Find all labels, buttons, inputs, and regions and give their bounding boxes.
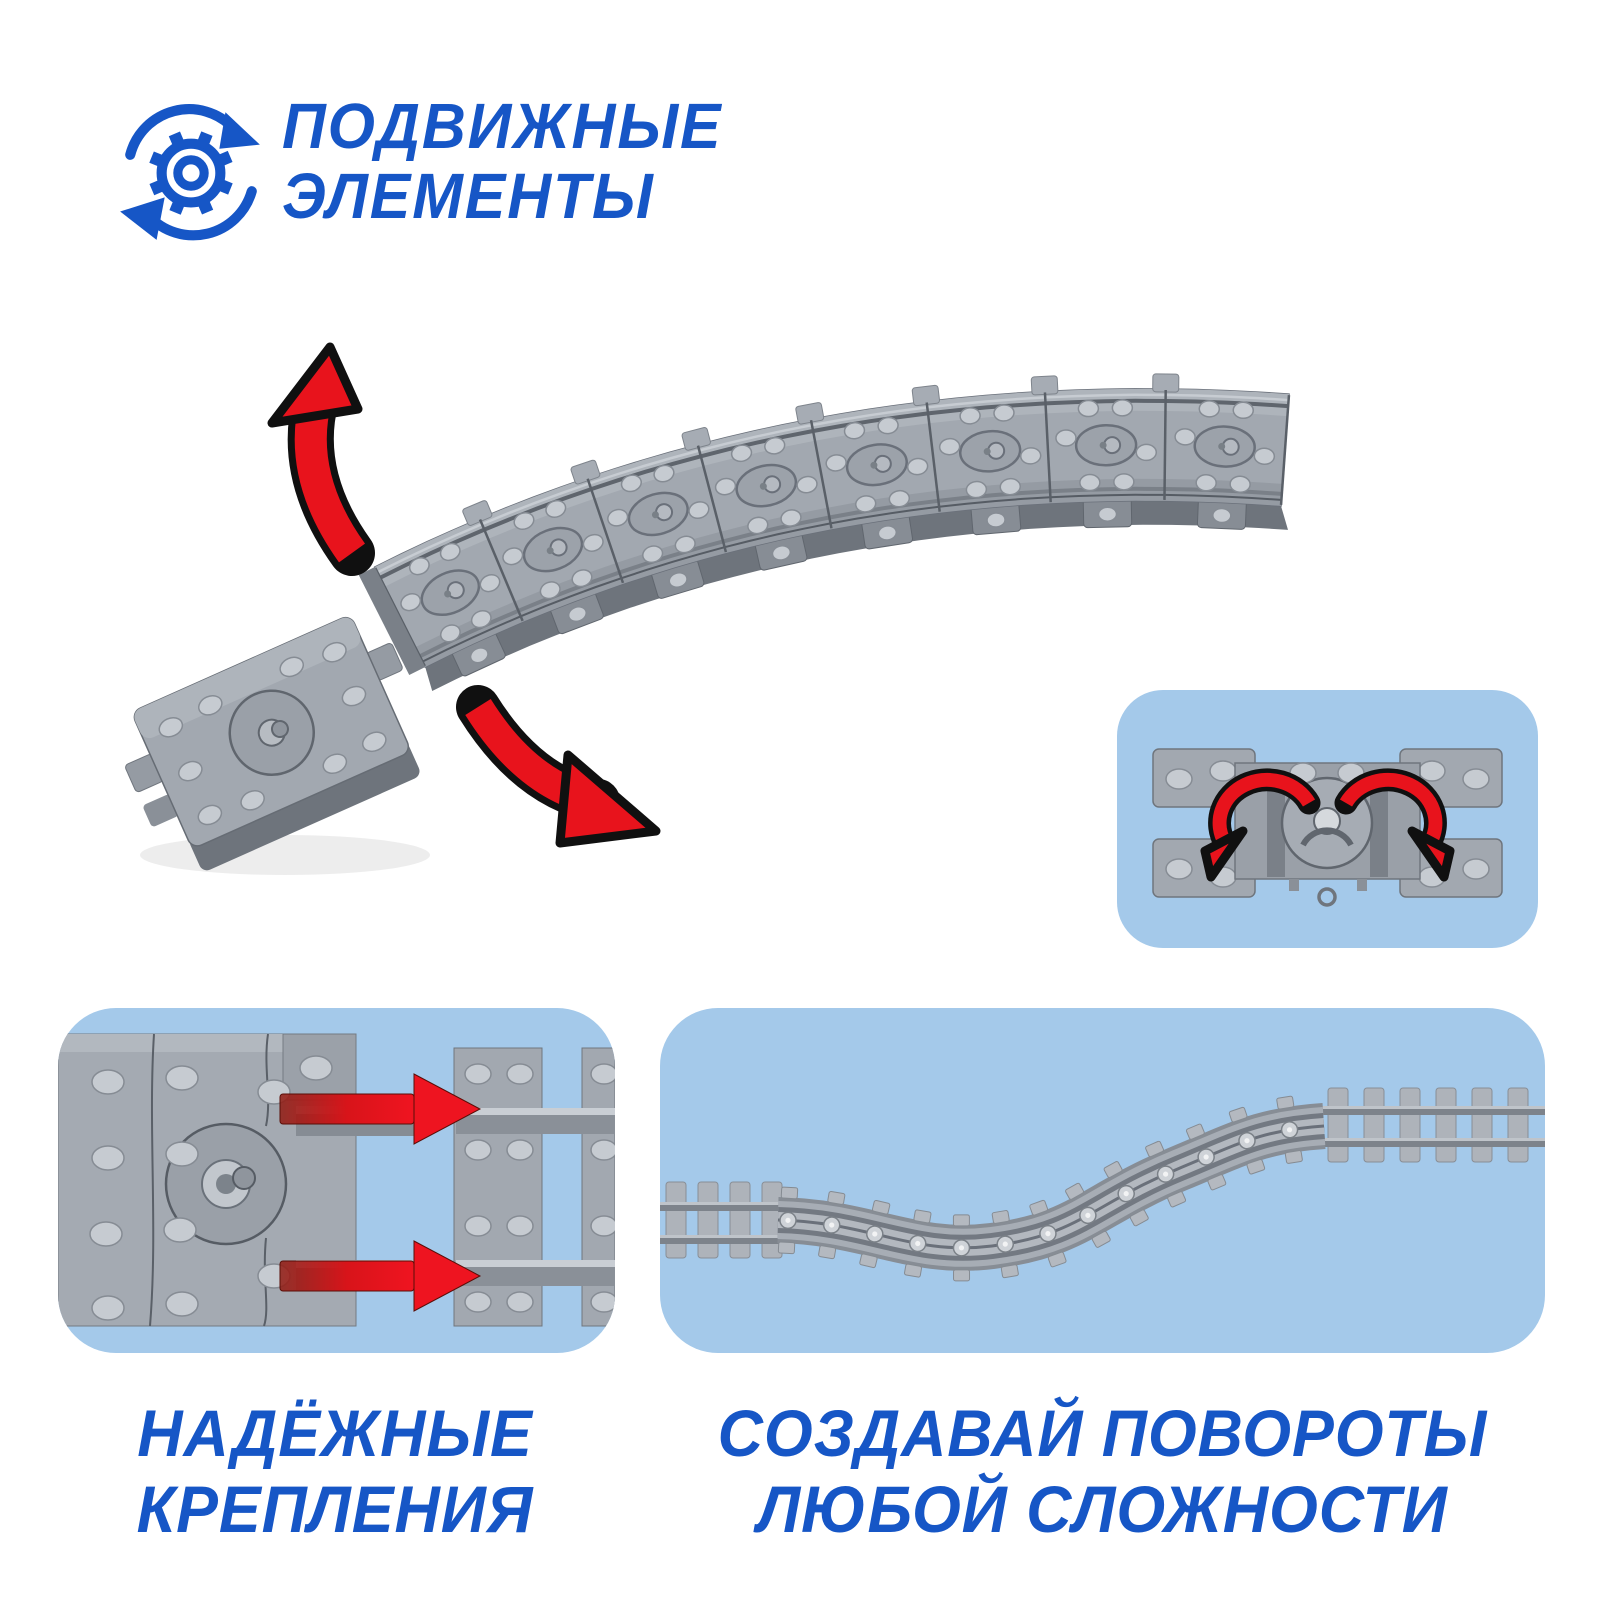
caption-create-turns: СОЗДАВАЙ ПОВОРОТЫ ЛЮБОЙ СЛОЖНОСТИ xyxy=(645,1396,1560,1548)
cycle-arrow-bottom xyxy=(143,186,257,241)
gear-icon xyxy=(156,138,226,208)
caption-reliable-fastenings: НАДЁЖНЫЕ КРЕПЛЕНИЯ xyxy=(30,1396,640,1548)
right-arrow-icon xyxy=(279,1073,482,1145)
headline-movable-elements: ПОДВИЖНЫЕ ЭЛЕМЕНТЫ xyxy=(282,90,746,232)
caption-line: ЛЮБОЙ СЛОЖНОСТИ xyxy=(757,1471,1448,1546)
rotate-left-arrow-icon xyxy=(1200,768,1321,882)
turns-detail-panel xyxy=(660,1008,1545,1353)
up-arrow-icon xyxy=(267,342,375,576)
cycle-arrow-top xyxy=(125,104,239,160)
straight-track-photo xyxy=(453,1047,615,1327)
fastening-detail-panel xyxy=(58,1008,615,1353)
rotate-right-arrow-icon xyxy=(1334,768,1455,882)
down-arrow-icon xyxy=(456,685,661,848)
pivot-detail-panel xyxy=(1117,690,1538,948)
headline-line-2: ЭЛЕМЕНТЫ xyxy=(282,159,655,232)
caption-line: СОЗДАВАЙ ПОВОРОТЫ xyxy=(717,1396,1488,1470)
s-curve-track-photo xyxy=(660,1087,1545,1282)
headline-line-1: ПОДВИЖНЫЕ xyxy=(282,90,723,162)
right-arrow-icon xyxy=(279,1240,482,1312)
rotating-gear-icon xyxy=(110,90,272,252)
track-segment-photo xyxy=(1152,748,1503,907)
caption-line: НАДЁЖНЫЕ xyxy=(137,1396,533,1470)
flex-track-close-up xyxy=(58,1033,416,1327)
flexible-track-band xyxy=(358,373,1291,691)
flexible-track-photo xyxy=(100,335,1350,905)
caption-line: КРЕПЛЕНИЯ xyxy=(136,1471,534,1546)
detached-track-segment xyxy=(125,616,420,871)
